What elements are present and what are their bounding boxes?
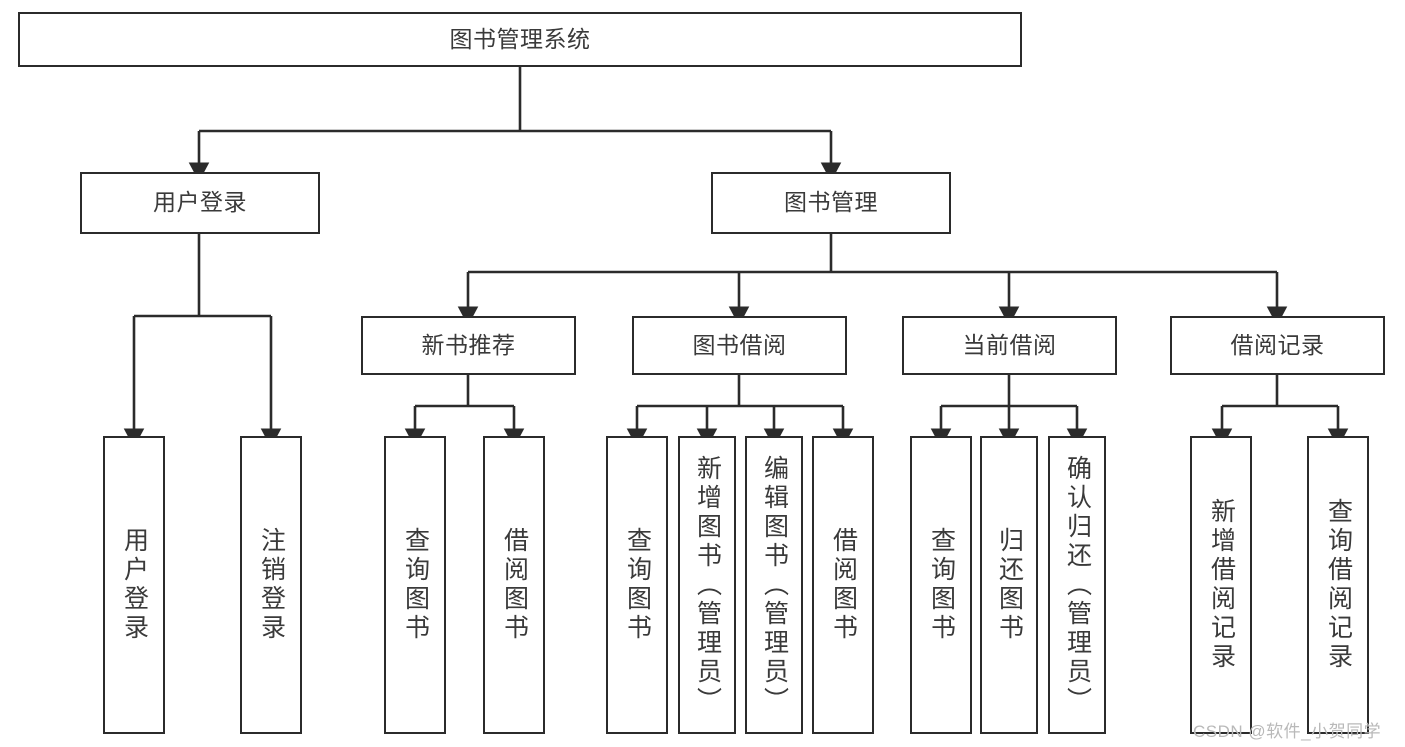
node-current-borrow[interactable]: 当前借阅 [902,316,1117,375]
node-leaf-user-login-label: 用户登录 [120,527,149,643]
node-leaf-query-record[interactable]: 查询借阅记录 [1307,436,1369,734]
node-leaf-return-book[interactable]: 归还图书 [980,436,1038,734]
node-current-borrow-label: 当前借阅 [962,331,1057,358]
node-leaf-edit-book[interactable]: 编辑图书（管理员） [745,436,803,734]
node-leaf-add-book-label: 新增图书（管理员） [693,454,722,716]
node-leaf-user-logout-label: 注销登录 [257,527,286,643]
node-leaf-query-book-3[interactable]: 查询图书 [910,436,972,734]
node-leaf-user-logout[interactable]: 注销登录 [240,436,302,734]
node-borrow-record-label: 借阅记录 [1230,331,1325,358]
node-book-manage-label: 图书管理 [784,189,878,216]
node-leaf-query-book-1-label: 查询图书 [401,527,430,643]
node-leaf-borrow-book-2[interactable]: 借阅图书 [812,436,874,734]
node-new-book-recommend-label: 新书推荐 [421,331,516,358]
node-root-label: 图书管理系统 [449,25,591,52]
node-leaf-user-login[interactable]: 用户登录 [103,436,165,734]
node-book-manage[interactable]: 图书管理 [711,172,951,234]
node-leaf-add-book[interactable]: 新增图书（管理员） [678,436,736,734]
node-leaf-query-record-label: 查询借阅记录 [1324,498,1353,672]
node-book-borrow-label: 图书借阅 [692,331,787,358]
node-borrow-record[interactable]: 借阅记录 [1170,316,1385,375]
node-leaf-confirm-return-label: 确认归还（管理员） [1063,454,1092,716]
node-leaf-borrow-book-1-label: 借阅图书 [500,527,529,643]
node-leaf-borrow-book-2-label: 借阅图书 [829,527,858,643]
node-book-borrow[interactable]: 图书借阅 [632,316,847,375]
node-leaf-add-record-label: 新增借阅记录 [1207,498,1236,672]
node-leaf-add-record[interactable]: 新增借阅记录 [1190,436,1252,734]
node-leaf-borrow-book-1[interactable]: 借阅图书 [483,436,545,734]
node-leaf-edit-book-label: 编辑图书（管理员） [760,454,789,716]
csdn-watermark: CSDN @软件_小贺同学 [1193,722,1382,741]
node-new-book-recommend[interactable]: 新书推荐 [361,316,576,375]
node-leaf-confirm-return[interactable]: 确认归还（管理员） [1048,436,1106,734]
node-user-login-label: 用户登录 [153,189,247,216]
node-leaf-query-book-3-label: 查询图书 [927,527,956,643]
node-leaf-query-book-1[interactable]: 查询图书 [384,436,446,734]
node-root[interactable]: 图书管理系统 [18,12,1022,67]
node-user-login[interactable]: 用户登录 [80,172,320,234]
node-leaf-return-book-label: 归还图书 [995,527,1024,643]
node-leaf-query-book-2[interactable]: 查询图书 [606,436,668,734]
node-leaf-query-book-2-label: 查询图书 [623,527,652,643]
